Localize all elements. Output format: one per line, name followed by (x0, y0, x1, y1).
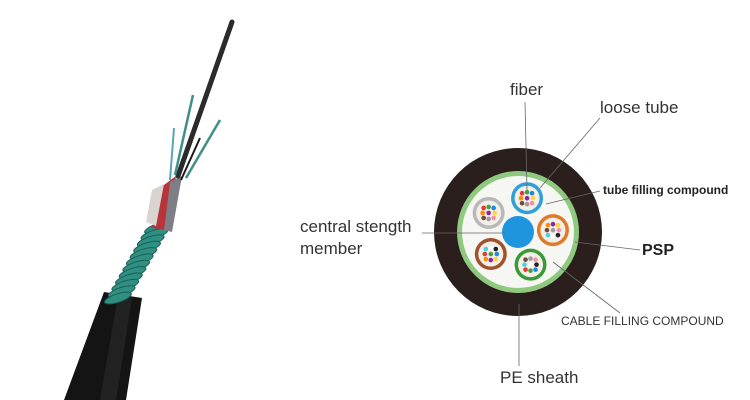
inner-tube-gray (164, 176, 182, 232)
fiber-dot (488, 245, 494, 251)
armor-spiral (104, 221, 172, 305)
fiber-dot (523, 257, 528, 262)
leader-cable-filling (552, 261, 621, 314)
fiber-dot (519, 200, 525, 206)
label-cable-filling-compound: CABLE FILLING COMPOUND (561, 314, 724, 328)
fiber-dot (534, 262, 539, 267)
fiber-dot (533, 267, 538, 272)
fiber-dot (530, 195, 536, 201)
fiber-dot (528, 268, 533, 273)
fiber-dot (488, 251, 494, 257)
fiber-dot (529, 190, 535, 196)
fiber-dot (494, 251, 500, 257)
cable-cross-section (434, 148, 602, 316)
fiber-dot (491, 205, 496, 211)
loose-tube (514, 248, 547, 281)
fiber-dot (545, 232, 551, 238)
fiber-dot (522, 262, 527, 267)
loose-tubes-group (472, 182, 569, 281)
fiber-dot (491, 215, 496, 221)
fiber-dot (488, 257, 494, 263)
fiber-dot (524, 189, 530, 195)
fiber-dot (492, 210, 497, 216)
central-member-rod (175, 19, 235, 179)
label-loose-tube: loose tube (600, 98, 679, 117)
fiber-dot (529, 200, 535, 206)
cable-photo (64, 19, 235, 400)
fiber-dot (518, 195, 524, 201)
fiber-dot (486, 216, 491, 222)
fiber-dot (483, 256, 489, 262)
fiber-strand-1 (173, 94, 195, 176)
fiber-dot (528, 262, 533, 267)
label-central-strength-member: central stength member (300, 217, 412, 258)
fiber-dot (533, 257, 538, 262)
leader-tube-filling (545, 190, 601, 205)
armor-coil (104, 291, 132, 305)
leader-loose-tube (539, 117, 601, 189)
fiber-dot (544, 227, 550, 233)
fiber-dot (545, 222, 551, 228)
fiber-dot (486, 210, 491, 216)
fiber-dot (550, 233, 556, 239)
fiber-strand-2 (184, 119, 222, 179)
loose-tube (474, 238, 507, 271)
loose-tube (536, 214, 569, 247)
fiber-dot (482, 251, 488, 257)
fiber-dot (483, 246, 489, 252)
fiber-dot (481, 215, 486, 221)
label-fiber: fiber (510, 80, 544, 99)
fiber-dot (480, 210, 485, 216)
label-tube-filling-compound: tube filling compound (603, 183, 729, 197)
fiber-dot (528, 256, 533, 261)
fiber-dot (523, 267, 528, 272)
fiber-dot (493, 256, 499, 262)
fiber-dot (524, 195, 530, 201)
fiber-dot (550, 227, 556, 233)
leader-lines (422, 101, 641, 366)
leader-fiber (524, 101, 528, 191)
fiber-dot (524, 201, 530, 207)
loose-tube (472, 196, 505, 229)
inner-tube-white (146, 184, 164, 226)
fiber-dot (486, 204, 491, 210)
leader-psp (574, 241, 641, 251)
fiber-dot (493, 246, 499, 252)
fiber-dot (481, 205, 486, 211)
fiber-strand-4 (180, 137, 201, 181)
central-strength-member-core (502, 216, 534, 248)
fiber-strand-3 (169, 127, 175, 181)
fiber-dot (556, 227, 562, 233)
fiber-dot (519, 190, 525, 196)
loose-tube (511, 182, 544, 215)
fiber-dot (555, 232, 561, 238)
fiber-dot (555, 222, 561, 228)
fiber-dot (550, 221, 556, 227)
label-psp: PSP (642, 242, 675, 259)
label-pe-sheath: PE sheath (500, 368, 579, 387)
